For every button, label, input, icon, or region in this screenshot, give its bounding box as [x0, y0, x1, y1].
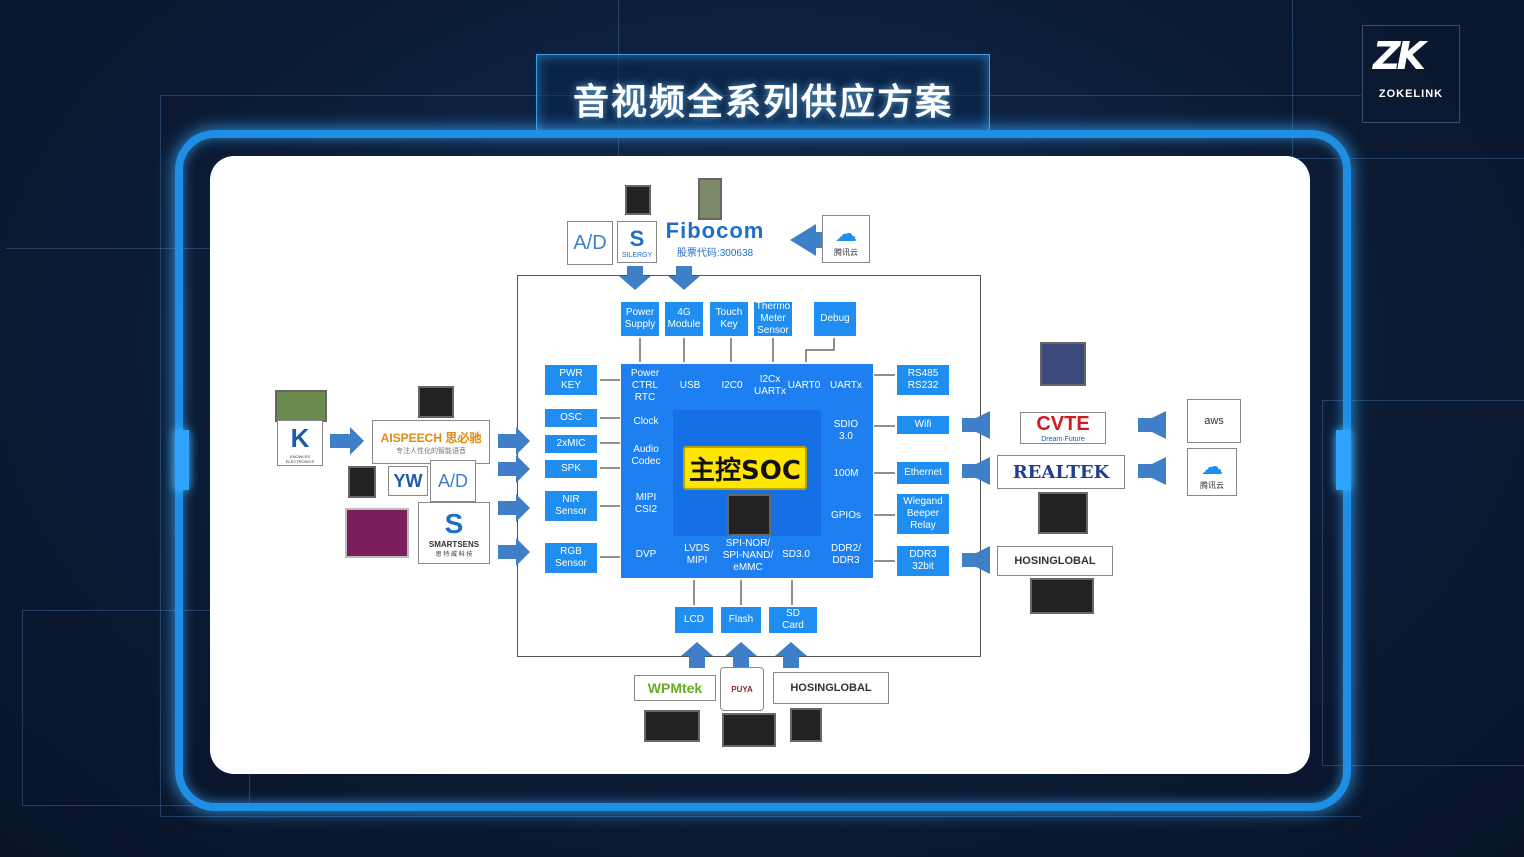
logo-name: ZOKELINK: [1378, 88, 1444, 100]
image-sensor-icon: [345, 508, 409, 558]
hosinglobal-logo-right: HOSINGLOBAL: [997, 546, 1113, 576]
hosinglobal-name-bottom: HOSINGLOBAL: [790, 682, 872, 694]
core-mipi-csi: MIPI CSI2: [634, 492, 658, 515]
tencent-cloud-logo: ☁ 腾讯云: [822, 215, 870, 263]
tencent-cloud-logo-right: ☁ 腾讯云: [1187, 448, 1237, 496]
module-rgb-sensor: RGB Sensor: [545, 543, 597, 573]
core-audio: Audio Codec: [631, 444, 661, 467]
core-i2cx: I2Cx UARTx: [753, 374, 787, 397]
puya-logo: PUYA: [720, 667, 764, 711]
core-sdio: SDIO 3.0: [833, 419, 859, 442]
aispeech-name: AISPEECH 思必驰: [380, 430, 482, 445]
hosinglobal-name-right: HOSINGLOBAL: [1014, 555, 1096, 567]
smartsens-sub: 思 特 威 科 技: [435, 552, 473, 558]
cvte-name: CVTE: [1036, 413, 1090, 435]
module-nir-sensor: NIR Sensor: [545, 491, 597, 521]
mic-component-icon: [275, 390, 327, 422]
module-flash: Flash: [721, 607, 761, 633]
core-i2c0: I2C0: [721, 380, 743, 391]
spi-flash-chip-icon: [722, 713, 776, 747]
aispeech-chip-icon: [418, 386, 454, 418]
module-thermo: Thermo Meter Sensor: [754, 301, 792, 336]
hosinglobal-logo-bottom: HOSINGLOBAL: [773, 672, 889, 704]
realtek-chip-icon: [1038, 492, 1088, 534]
wifi-module-icon: [1040, 342, 1086, 386]
flash-chip-icon: [644, 710, 700, 742]
sd-card-icon: [790, 708, 822, 742]
audio-chip-icon: [348, 466, 376, 498]
aws-logo: aws: [1187, 399, 1241, 443]
module-touch-key: Touch Key: [710, 302, 748, 336]
aws-label: aws: [1204, 415, 1224, 427]
title-box: 音视频全系列供应方案: [536, 54, 990, 136]
ad-logo-2: A/D: [430, 460, 476, 502]
module-sd-card: SD Card: [769, 607, 817, 633]
smartsens-logo: S SMARTSENS 思 特 威 科 技: [418, 502, 490, 564]
core-lvds: LVDS MIPI: [684, 543, 710, 566]
module-power-supply: Power Supply: [621, 302, 659, 336]
yw-label: YW: [393, 470, 423, 491]
module-ethernet: Ethernet: [897, 462, 949, 484]
fibocom-name: Fibocom: [665, 217, 765, 243]
wpmtek-name: WPMtek: [647, 680, 703, 696]
module-2xmic: 2xMIC: [545, 435, 597, 453]
smartsens-name: SMARTSENS: [428, 540, 480, 549]
deco-line: [1322, 400, 1524, 766]
fibocom-code: 股票代码:300638: [676, 247, 754, 259]
soc-label: 主控SOC: [683, 446, 807, 490]
knowles-label: KNOWLES ELECTRONICS: [285, 453, 315, 464]
page-title: 音视频全系列供应方案: [572, 82, 953, 123]
core-power-ctrl: Power CTRL RTC: [630, 368, 660, 403]
company-logo: ZK ZOKELINK: [1362, 25, 1460, 123]
module-spk: SPK: [545, 460, 597, 478]
realtek-logo: REALTEK: [997, 455, 1125, 489]
module-lcd: LCD: [675, 607, 713, 633]
wpmtek-logo: WPMtek: [634, 675, 716, 701]
module-wiegand: Wiegand Beeper Relay: [897, 494, 949, 534]
tencent-label: 腾讯云: [834, 247, 858, 257]
silergy-chip-icon: [625, 185, 651, 215]
yw-logo: YW: [388, 466, 428, 496]
module-debug: Debug: [814, 302, 856, 336]
module-wifi: Wifi: [897, 416, 949, 434]
aispeech-logo: AISPEECH 思必驰 专注人性化的智能语音: [372, 420, 490, 464]
core-clock: Clock: [633, 416, 659, 427]
frame-side-tab: [1336, 430, 1350, 490]
module-rs485: RS485 RS232: [897, 365, 949, 395]
module-pwr-key: PWR KEY: [545, 365, 597, 395]
silergy-logo: S SILERGY: [617, 221, 657, 263]
core-gpios: GPIOs: [830, 510, 861, 521]
logo-mark: ZK: [1373, 34, 1426, 78]
core-dvp: DVP: [635, 549, 657, 560]
ad-logo: A/D: [567, 221, 613, 265]
4g-module-icon: [698, 178, 722, 220]
core-spi: SPI-NOR/ SPI-NAND/ eMMC: [722, 538, 774, 573]
module-osc: OSC: [545, 409, 597, 427]
puya-name: PUYA: [731, 684, 753, 694]
soc-chip-icon: [727, 494, 771, 536]
ddr-chip-icon: [1030, 578, 1094, 614]
core-uartx: UARTx: [829, 380, 863, 391]
realtek-name: REALTEK: [1012, 461, 1110, 483]
fibocom-logo: Fibocom 股票代码:300638: [663, 217, 767, 259]
frame-side-tab: [175, 430, 189, 490]
aispeech-sub: 专注人性化的智能语音: [396, 447, 466, 455]
cvte-logo: CVTE Dream·Future: [1020, 412, 1106, 444]
knowles-logo: K KNOWLES ELECTRONICS: [277, 420, 323, 466]
core-uart0: UART0: [787, 380, 821, 391]
silergy-label: SILERGY: [621, 251, 653, 259]
module-ddr3: DDR3 32bit: [897, 546, 949, 576]
tencent-label-right: 腾讯云: [1200, 480, 1224, 490]
core-100m: 100M: [833, 468, 859, 479]
core-ddr: DDR2/ DDR3: [830, 543, 861, 566]
deco-line: [1292, 0, 1524, 159]
module-4g: 4G Module: [665, 302, 703, 336]
cvte-sub: Dream·Future: [1041, 436, 1085, 443]
core-usb: USB: [679, 380, 701, 391]
core-sd30: SD3.0: [782, 549, 810, 560]
